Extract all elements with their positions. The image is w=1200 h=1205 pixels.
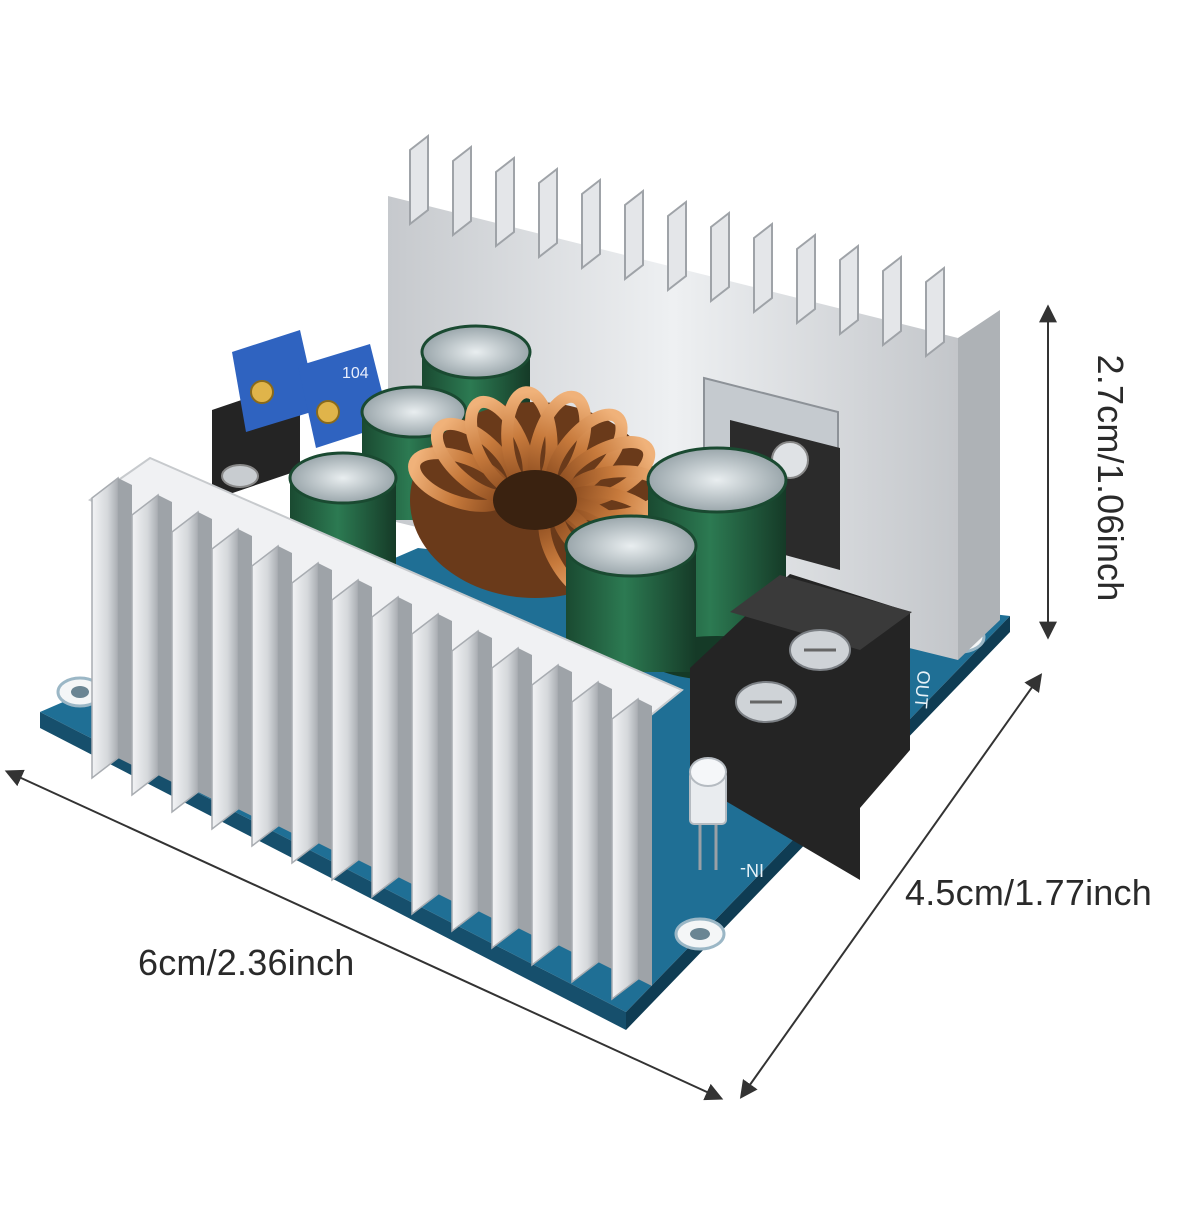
depth-dimension-line bbox=[739, 673, 1043, 1099]
heatsink-fin bbox=[91, 476, 132, 780]
heatsink-fin bbox=[796, 232, 816, 326]
heatsink-fin bbox=[611, 697, 652, 1001]
heatsink-fin bbox=[624, 188, 644, 282]
heatsink-fin bbox=[409, 133, 429, 227]
heatsink-fin bbox=[491, 646, 532, 950]
heatsink-fin bbox=[495, 155, 515, 249]
output-label: OUT bbox=[911, 670, 934, 710]
heatsink-fin bbox=[925, 265, 945, 359]
heatsink-fin bbox=[331, 578, 372, 882]
heatsink-fin bbox=[291, 561, 332, 865]
heatsink-fin bbox=[538, 166, 558, 260]
heatsink-fin bbox=[882, 254, 902, 348]
heatsink-fin bbox=[667, 199, 687, 293]
terminal-screw bbox=[735, 681, 797, 723]
width-dimension-line bbox=[4, 769, 724, 1101]
terminal-screw bbox=[789, 629, 851, 671]
heatsink-fin bbox=[251, 544, 292, 848]
heatsink-fin bbox=[839, 243, 859, 337]
heatsink-fin bbox=[753, 221, 773, 315]
depth-dimension-label: 4.5cm/1.77inch bbox=[905, 872, 1152, 913]
heatsink-fin bbox=[131, 493, 172, 797]
heatsink-fin bbox=[452, 144, 472, 238]
trimmer-label: 104 bbox=[342, 365, 369, 382]
width-dimension-label: 6cm/2.36inch bbox=[138, 942, 355, 983]
mounting-hole bbox=[674, 917, 726, 951]
height-dimension-label: 2.7cm/1.06inch bbox=[1090, 354, 1131, 602]
heatsink-fin bbox=[411, 612, 452, 916]
heatsink-fin bbox=[451, 629, 492, 933]
heatsink-fin bbox=[710, 210, 730, 304]
trimmer-potentiometer bbox=[232, 330, 318, 432]
heatsink-fin bbox=[171, 510, 212, 814]
heatsink-fin bbox=[531, 663, 572, 967]
heatsink-fin bbox=[211, 527, 252, 831]
heatsink-fin bbox=[571, 680, 612, 984]
input-label: IN- bbox=[740, 860, 764, 880]
heatsink-fin bbox=[581, 177, 601, 271]
heatsink-fin bbox=[371, 595, 412, 899]
